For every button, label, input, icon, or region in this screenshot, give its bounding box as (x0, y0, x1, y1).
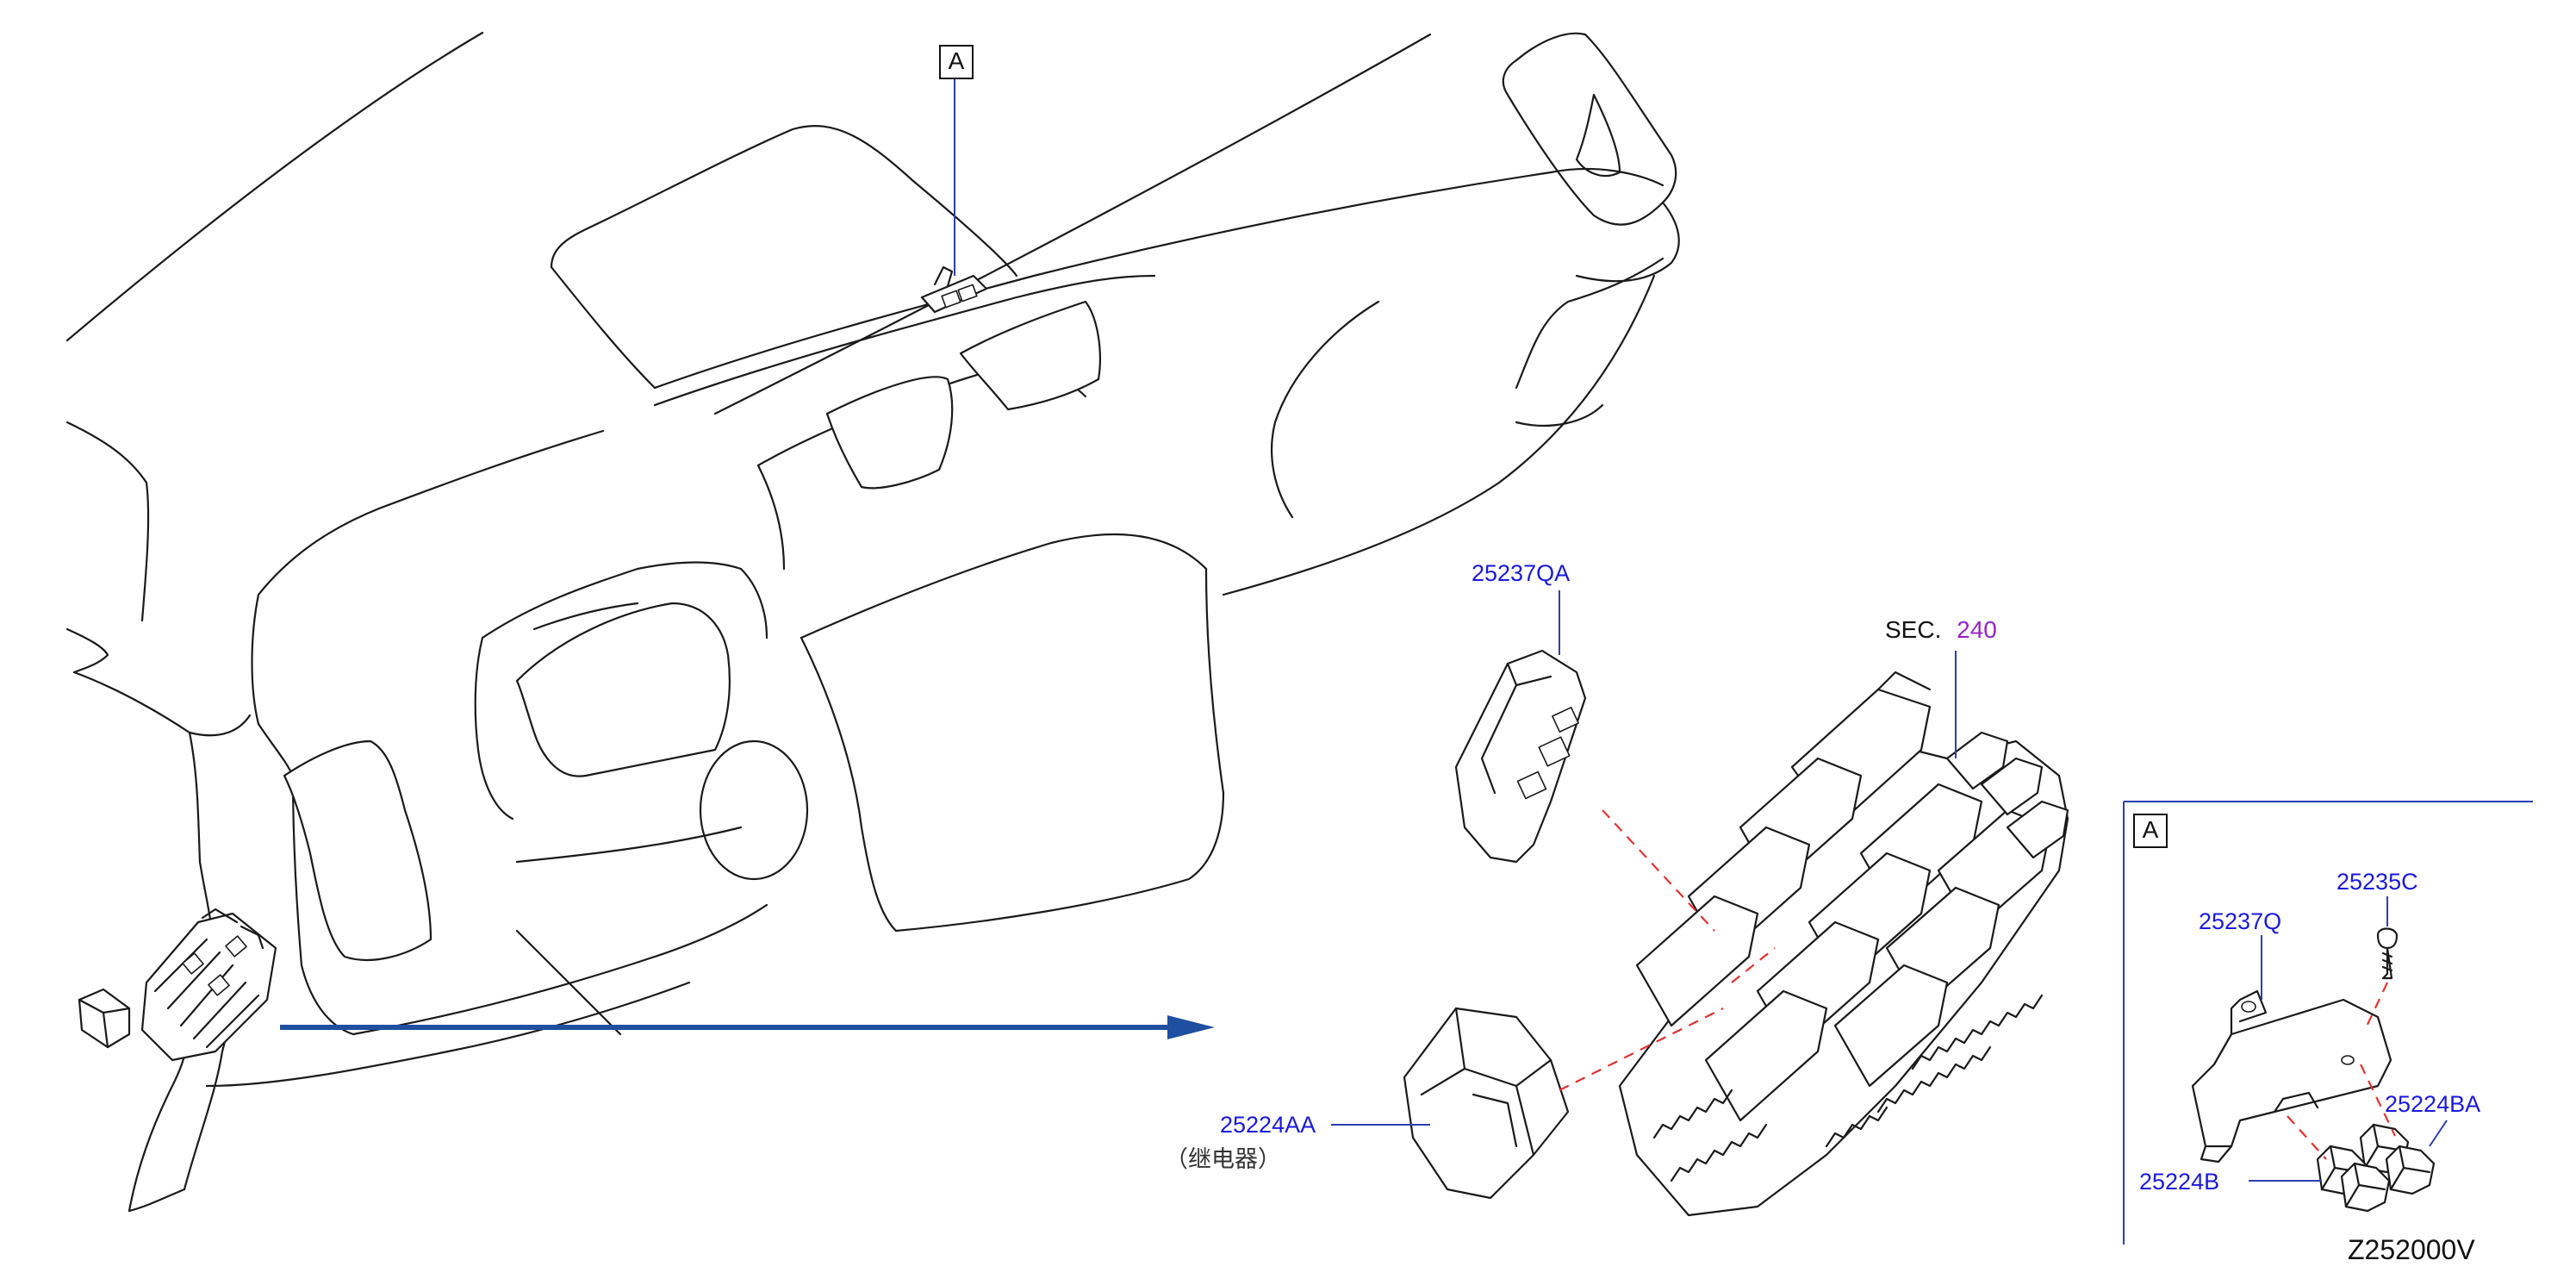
part-label-25237Q[interactable]: 25237Q (2199, 908, 2282, 934)
detail-a-inset-frame (2123, 801, 2533, 1245)
relay-25224AA (1403, 1007, 1570, 1200)
part-label-25224AA[interactable]: 25224AA (1220, 1112, 1316, 1138)
part-label-25224B[interactable]: 25224B (2139, 1169, 2220, 1195)
bracket-a-location (920, 265, 988, 314)
relay-25224B (2316, 1145, 2391, 1213)
screw-25235C (2376, 927, 2399, 980)
relay-bracket-25237QA (1454, 649, 1587, 864)
fuse-block-small-view (140, 908, 277, 1062)
section-prefix: SEC. (1885, 616, 1942, 643)
bracket-25237Q (2191, 989, 2392, 1164)
inset-label-a: A (2133, 814, 2168, 848)
explode-line-25237QA (1602, 809, 1715, 932)
part-label-25224BA[interactable]: 25224BA (2385, 1091, 2481, 1117)
explode-line-25224AA (1559, 1008, 1724, 1091)
section-number-link[interactable]: 240 (1957, 616, 1997, 643)
part-label-25237QA[interactable]: 25237QA (1472, 560, 1571, 586)
drawing-code: Z252000V (2348, 1234, 2475, 1265)
fuse-block-main (1618, 671, 2069, 1217)
section-reference[interactable]: SEC. 240 (1885, 617, 1997, 643)
callout-detail-a[interactable]: A (939, 45, 974, 79)
right-arrow-icon (280, 1015, 1215, 1039)
part-note-relay: （继电器） (1165, 1146, 1281, 1172)
dashboard-outline (65, 31, 1680, 1213)
part-label-25235C[interactable]: 25235C (2336, 869, 2418, 895)
